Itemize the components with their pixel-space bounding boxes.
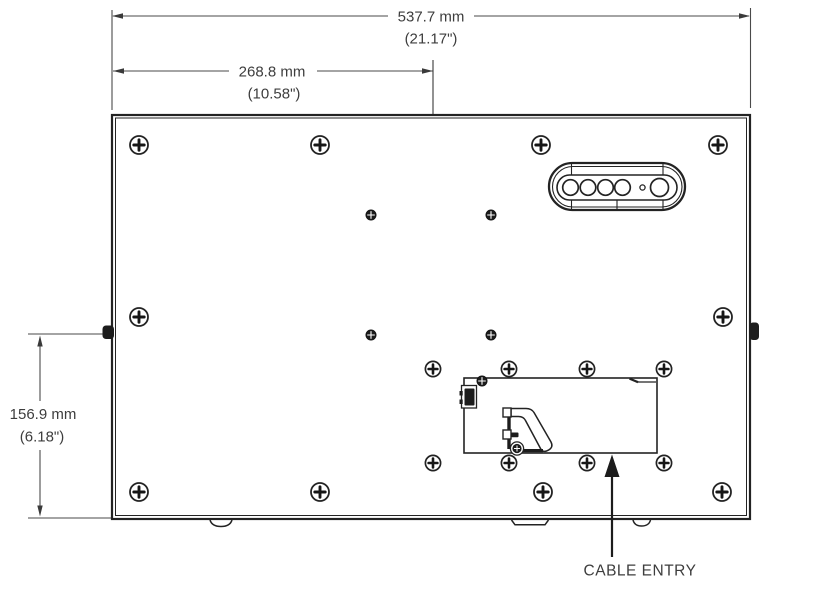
vesa-screw-icon xyxy=(365,329,377,341)
lower-height-mm: 156.9 mm xyxy=(10,406,77,423)
cable-recess xyxy=(459,375,658,456)
phillips-screw-icon xyxy=(309,134,331,156)
cable-entry-callout xyxy=(604,454,620,557)
vesa-screw-icon xyxy=(485,329,497,341)
clamp-tab-top xyxy=(502,407,512,418)
foot-right xyxy=(632,519,652,527)
phillips-screw-icon xyxy=(128,306,150,328)
foot-center-tab xyxy=(510,519,550,526)
center-offset-in: (10.58") xyxy=(248,86,301,103)
foot-left xyxy=(209,519,233,528)
clamp-tab-mid xyxy=(502,429,512,440)
lower-height-in: (6.18") xyxy=(20,429,65,446)
phillips-screw-icon xyxy=(711,481,733,503)
pod-seams xyxy=(570,164,664,210)
vesa-screw-icon xyxy=(485,209,497,221)
connector-pin xyxy=(459,399,463,404)
phillips-screw-icon xyxy=(707,134,729,156)
overall-width-in: (21.17") xyxy=(405,31,458,48)
vesa-screw-icon xyxy=(365,209,377,221)
arrowhead-left xyxy=(113,68,124,74)
connector-block xyxy=(459,384,478,409)
clamp-screw-cross xyxy=(514,445,520,452)
control-buttons xyxy=(561,177,670,198)
clamp-nub xyxy=(511,432,519,438)
phillips-screw-icon xyxy=(424,454,442,472)
connector-pin xyxy=(459,391,463,396)
cable-entry-label: CABLE ENTRY xyxy=(584,563,697,580)
side-knob-right xyxy=(749,322,759,340)
feet xyxy=(209,519,652,528)
phillips-screw-icon xyxy=(500,454,518,472)
dimension-overall-width xyxy=(111,8,752,110)
phillips-screw-icon xyxy=(655,360,673,378)
button-icon xyxy=(579,178,597,197)
clamp-arm xyxy=(510,407,553,453)
panel-inner-rim xyxy=(115,117,747,516)
phillips-screw-icon xyxy=(712,306,734,328)
phillips-screw-icon xyxy=(309,481,331,503)
center-offset-mm: 268.8 mm xyxy=(239,64,306,81)
control-button-pod xyxy=(547,161,687,212)
phillips-screw-icon xyxy=(500,360,518,378)
arrowhead-right xyxy=(422,68,433,74)
pod-outer xyxy=(547,161,687,212)
phillips-screw-icon xyxy=(530,134,552,156)
arrowhead-down xyxy=(37,505,43,517)
arrowhead-left xyxy=(112,13,123,19)
dimension-labels: 537.7 mm (21.17") 268.8 mm (10.58") 156.… xyxy=(10,9,697,580)
phillips-screw-icon xyxy=(128,481,150,503)
phillips-screw-icon xyxy=(532,481,554,503)
phillips-screw-icon xyxy=(578,360,596,378)
phillips-screw-icon xyxy=(578,454,596,472)
button-icon xyxy=(613,178,632,197)
power-button-icon xyxy=(649,177,670,198)
recess-notch-tick xyxy=(629,377,639,384)
recess-inner-screw-icon xyxy=(476,375,488,387)
arrowhead-up xyxy=(37,335,43,347)
led-indicator-icon xyxy=(639,184,646,191)
callout-arrowhead-icon xyxy=(604,454,620,477)
connector-body xyxy=(464,388,475,406)
phillips-screw-icon xyxy=(424,360,442,378)
side-knob-left xyxy=(102,325,114,339)
recess-outline xyxy=(463,377,658,454)
button-icon xyxy=(561,178,580,197)
overall-width-mm: 537.7 mm xyxy=(398,9,465,26)
cable-clamp xyxy=(502,407,553,456)
phillips-screw-icon xyxy=(128,134,150,156)
arrowhead-right xyxy=(739,13,750,19)
button-icon xyxy=(596,178,615,197)
phillips-screw-icon xyxy=(655,454,673,472)
